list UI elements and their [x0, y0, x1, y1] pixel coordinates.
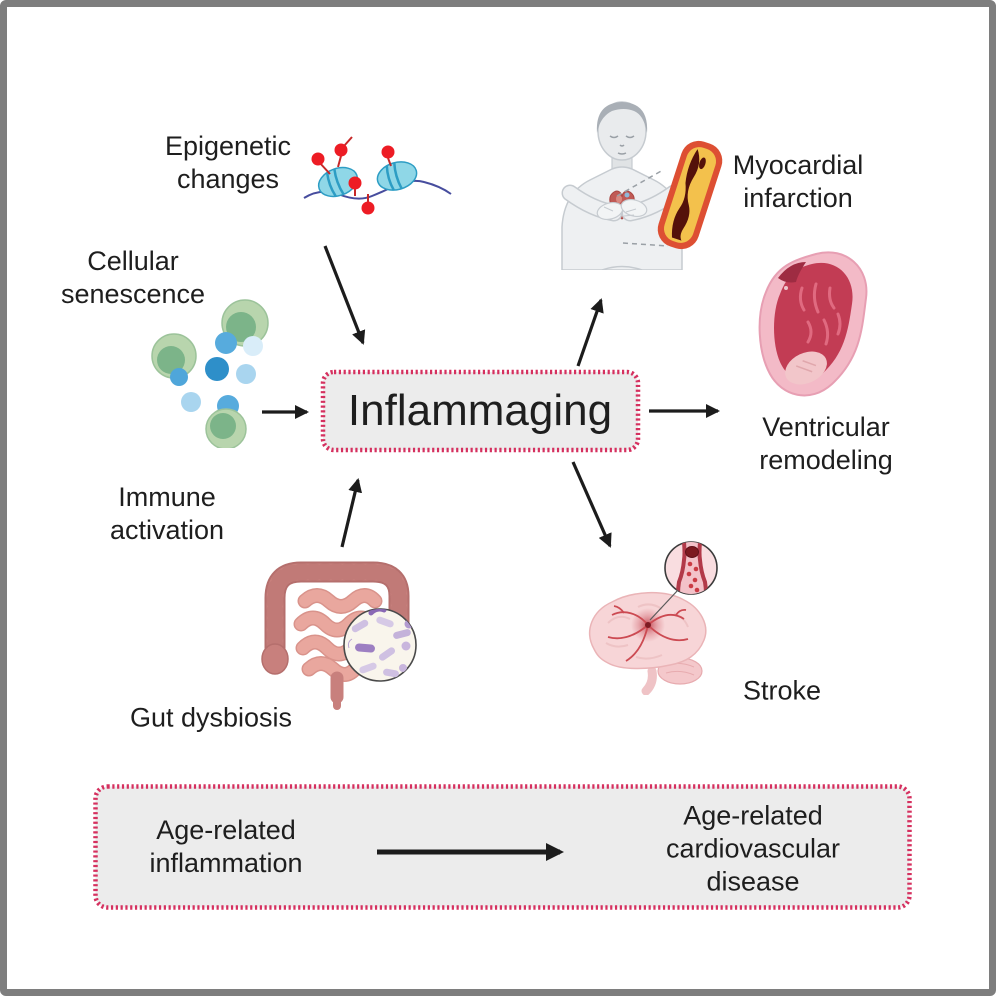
arrow-epigenetic-to-center: [323, 245, 366, 345]
stroke-label: Stroke: [742, 675, 822, 706]
arrow-center-to-stroke: [571, 461, 612, 548]
epigenetic-changes-label: Epigenetic changes: [164, 131, 292, 194]
brain-to-magnifier-connector: [649, 589, 679, 621]
age-related-cvd-label: Age-related cardiovascular disease: [665, 800, 841, 897]
arrow-center-to-myocardial: [576, 298, 604, 367]
arrow-gut-to-center: [340, 478, 363, 548]
myocardial-infarction-label: Myocardial infarction: [732, 150, 864, 213]
cellular-senescence-label: Cellular senescence: [60, 246, 206, 309]
gut-dysbiosis-label: Gut dysbiosis: [129, 702, 293, 733]
brain-clot-vessel-icon: [589, 591, 707, 695]
chest-to-artery-connectors: [616, 169, 669, 247]
histone-methylation-icon: [303, 136, 452, 215]
age-related-inflammation-label: Age-related inflammation: [149, 815, 303, 878]
ventricular-remodeling-label: Ventricular remodeling: [759, 412, 893, 475]
heart-cross-section-icon: [758, 251, 868, 397]
inflammaging-box: [320, 369, 641, 453]
intestine-bacteria-magnifier-icon: [261, 561, 417, 710]
immune-cell-cluster-icon: [151, 299, 269, 448]
inflammaging-title: Inflammaging: [347, 386, 613, 435]
clot-vessel-magnifier-icon: [664, 541, 718, 595]
summary-box: [93, 784, 912, 910]
immune-activation-label: Immune activation: [109, 482, 225, 545]
